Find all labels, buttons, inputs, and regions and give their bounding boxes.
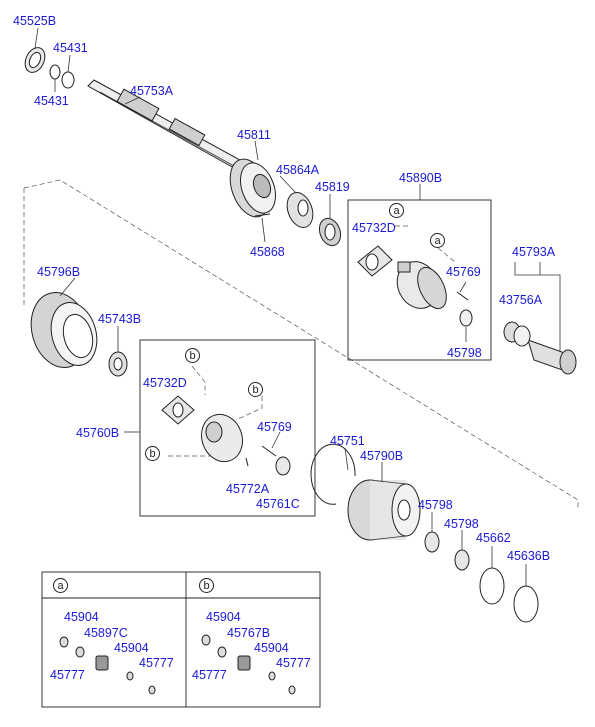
snap-ring-45431-b (61, 71, 75, 89)
part-label-45819[interactable]: 45819 (315, 180, 350, 194)
legend-a-45904-lower[interactable]: 45904 (114, 641, 149, 655)
legend-b-45777-left[interactable]: 45777 (192, 668, 227, 682)
part-label-45732D-upper[interactable]: 45732D (352, 221, 396, 235)
part-label-45751[interactable]: 45751 (330, 434, 365, 448)
ring-gear-45796B (30, 292, 98, 368)
part-label-45431-upper[interactable]: 45431 (53, 41, 88, 55)
callout-b-middle: b (248, 382, 263, 397)
part-label-45662[interactable]: 45662 (476, 531, 511, 545)
part-label-45431-lower[interactable]: 45431 (34, 94, 69, 108)
callout-b-lower: b (145, 446, 160, 461)
flange-45864A (286, 192, 314, 228)
legend-a-45777-left[interactable]: 45777 (50, 668, 85, 682)
ring-45636B (513, 585, 539, 623)
pin-45769-b (261, 445, 277, 457)
part-label-45761C[interactable]: 45761C (256, 497, 300, 511)
shaft-45793A (527, 339, 577, 375)
pin-45868 (254, 213, 271, 217)
part-label-45525B[interactable]: 45525B (13, 14, 57, 28)
legend-table (41, 571, 321, 708)
legend-b-45777-right[interactable]: 45777 (276, 656, 311, 670)
ring-45662 (479, 567, 505, 605)
legend-b-parts (201, 634, 296, 695)
part-label-45769-upper[interactable]: 45769 (446, 265, 481, 279)
legend-a-parts (59, 636, 156, 695)
callout-a-upper: a (389, 203, 404, 218)
washer-45761C (275, 456, 291, 476)
part-label-45798-box[interactable]: 45798 (447, 346, 482, 360)
snap-ring-45431-a (49, 64, 61, 80)
legend-header-b: b (199, 578, 214, 593)
snap-ring-45751 (310, 443, 356, 505)
assembly-outline (23, 179, 579, 508)
legend-b-45904-lower[interactable]: 45904 (254, 641, 289, 655)
bearing-43756A (503, 321, 531, 347)
legend-a-45777-right[interactable]: 45777 (139, 656, 174, 670)
part-label-45743B[interactable]: 45743B (98, 312, 142, 326)
washer-45798-a (459, 309, 473, 327)
part-label-45890B[interactable]: 45890B (399, 171, 443, 185)
legend-b-45904-upper[interactable]: 45904 (206, 610, 241, 624)
part-label-45798-first[interactable]: 45798 (418, 498, 453, 512)
part-label-45772A[interactable]: 45772A (226, 482, 270, 496)
shaft-45753A (87, 79, 241, 169)
legend-a-45897C[interactable]: 45897C (84, 626, 128, 640)
pin-45772A (245, 457, 249, 467)
box-45890B (347, 199, 492, 361)
callout-a-lower: a (430, 233, 445, 248)
part-label-45760B[interactable]: 45760B (76, 426, 120, 440)
part-label-45732D-lower[interactable]: 45732D (143, 376, 187, 390)
washer-45743B (108, 351, 128, 377)
leader-lines (34, 27, 527, 586)
washer-45798-b (424, 531, 440, 553)
part-label-45811[interactable]: 45811 (237, 128, 271, 142)
part-label-45864A[interactable]: 45864A (276, 163, 320, 177)
legend-header-a: a (53, 578, 68, 593)
drum-45790B (347, 479, 421, 541)
differential-case-45890B (357, 245, 447, 310)
part-label-45636B[interactable]: 45636B (507, 549, 551, 563)
part-label-45796B[interactable]: 45796B (37, 265, 81, 279)
gear-45811 (229, 158, 276, 218)
carrier-45760B (161, 395, 244, 463)
callout-b-upper: b (185, 348, 200, 363)
part-label-45790B[interactable]: 45790B (360, 449, 404, 463)
part-label-45769-lower[interactable]: 45769 (257, 420, 292, 434)
part-label-45798-second[interactable]: 45798 (444, 517, 479, 531)
part-label-43756A[interactable]: 43756A (499, 293, 543, 307)
box-45760B (139, 339, 316, 517)
legend-a-45904-upper[interactable]: 45904 (64, 610, 99, 624)
part-label-45868[interactable]: 45868 (250, 245, 285, 259)
part-label-45793A[interactable]: 45793A (512, 245, 556, 259)
pin-45769-a (456, 291, 469, 301)
legend-b-45767B[interactable]: 45767B (227, 626, 271, 640)
washer-45798-c (454, 549, 470, 571)
seal-45525B (24, 47, 46, 73)
bearing-45819 (318, 217, 342, 247)
part-label-45753A[interactable]: 45753A (130, 84, 174, 98)
